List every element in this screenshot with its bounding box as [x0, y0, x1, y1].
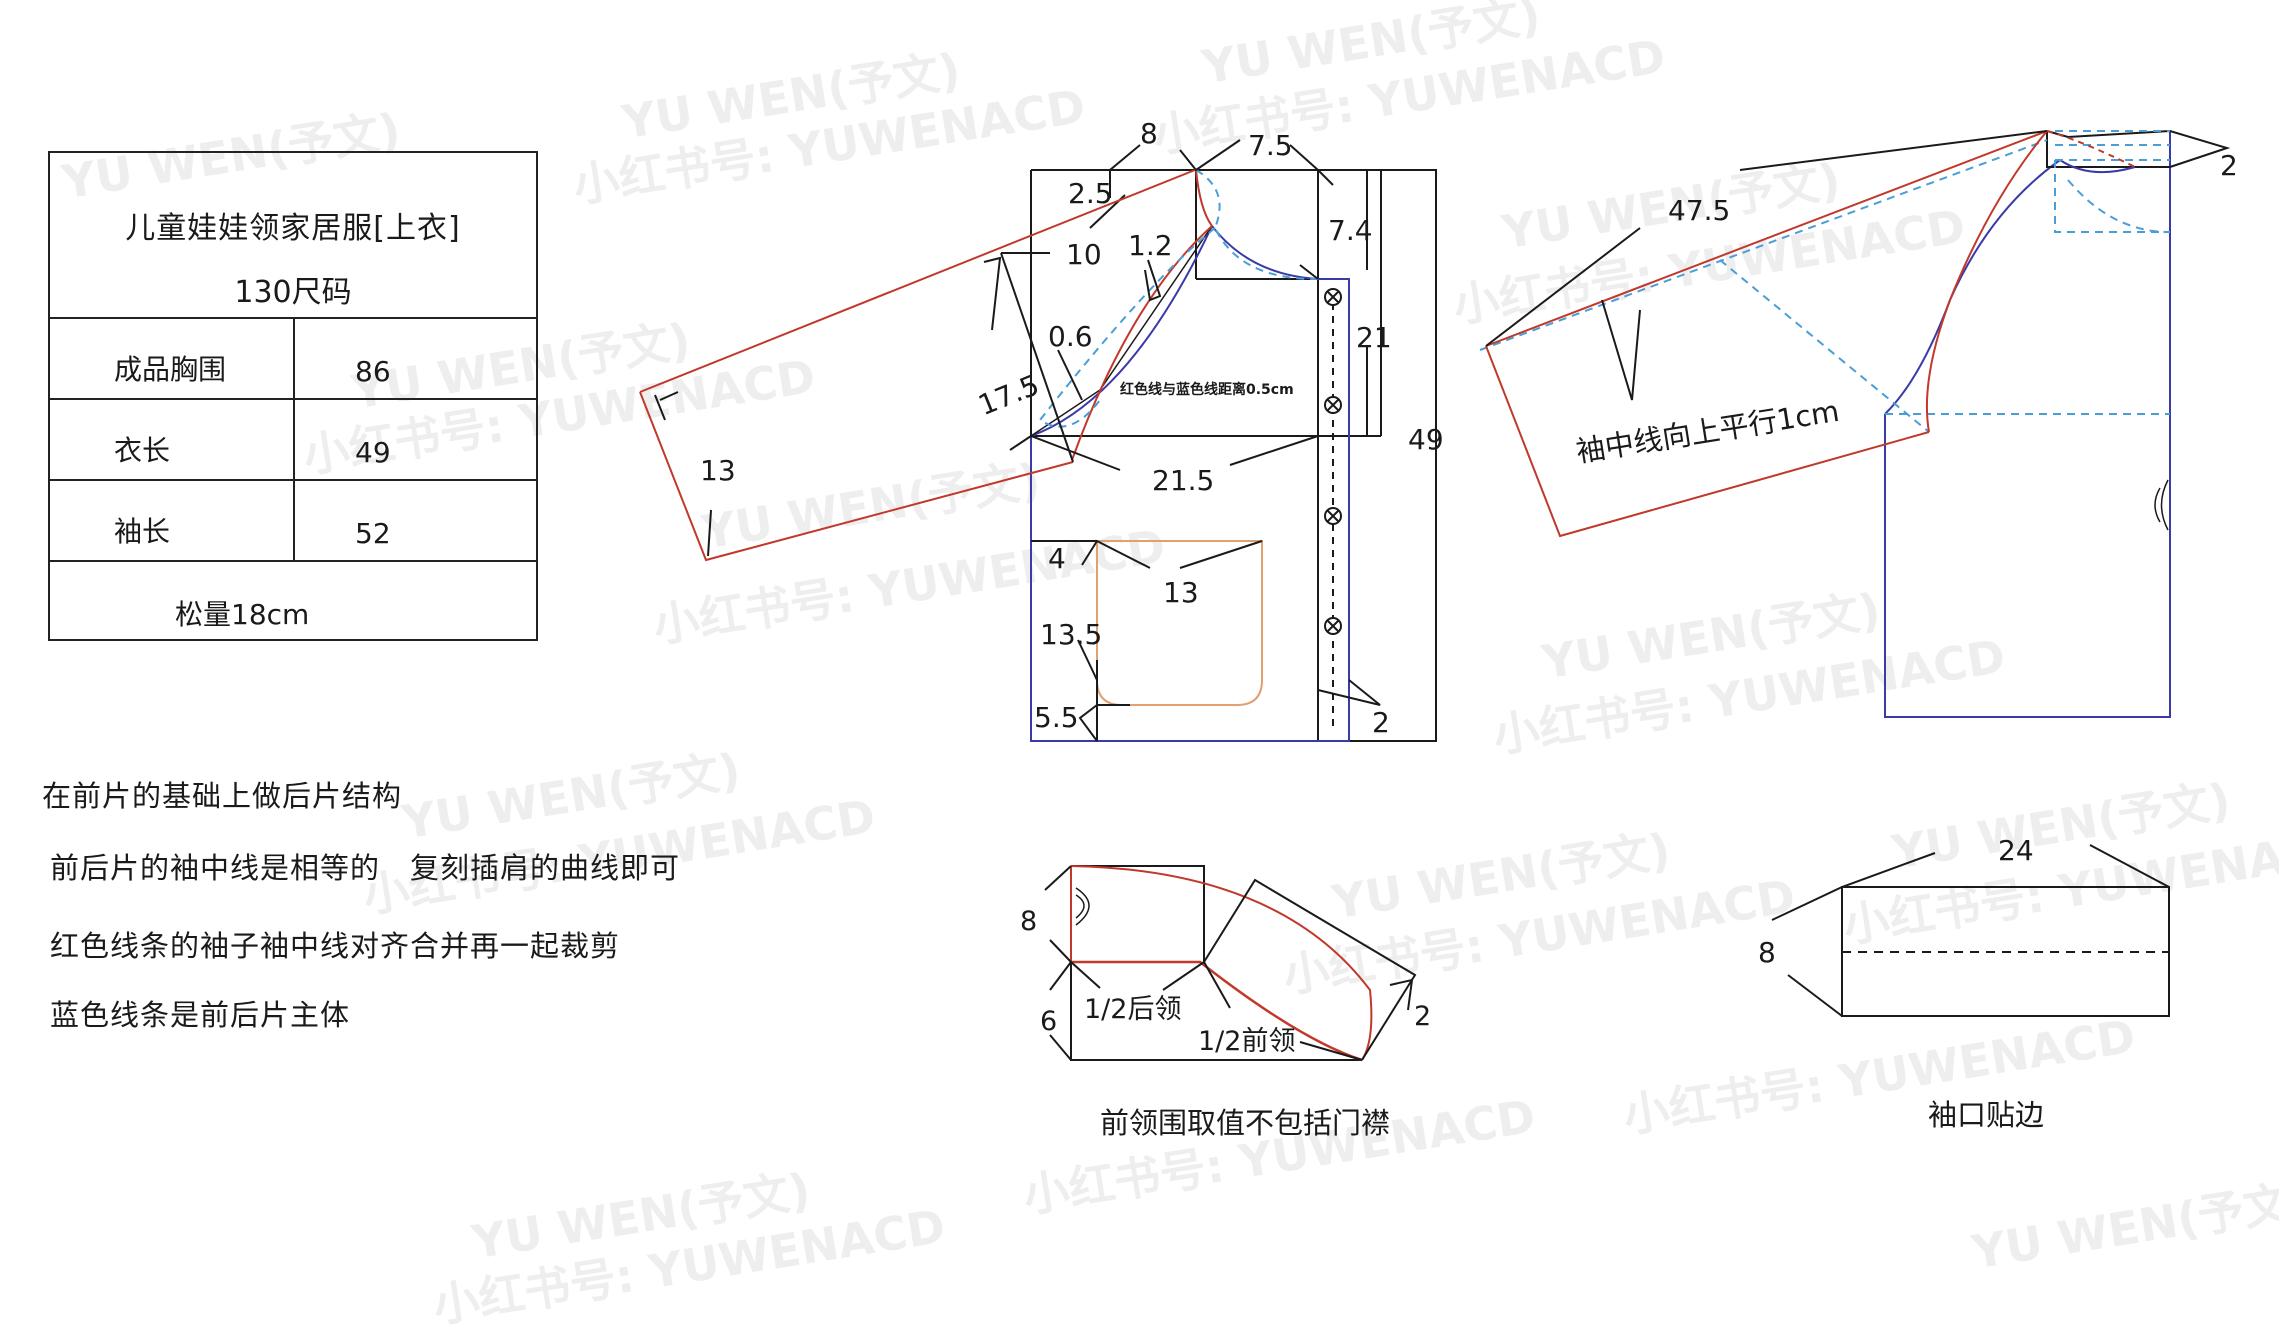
dim-label: 7.5	[1248, 129, 1293, 162]
button-icon	[1324, 617, 1342, 635]
spec-label: 衣长	[50, 400, 295, 479]
dim-label: 2	[2220, 149, 2238, 182]
pocket-label: 4	[1048, 542, 1066, 575]
spec-title: 儿童娃娃领家居服[上衣]	[125, 211, 461, 246]
front-piece	[1009, 139, 1437, 742]
collar-labels: 8 6 1/2后领 1/2前领 2	[1020, 906, 1431, 1057]
pocket-label: 5.5	[1034, 701, 1079, 734]
dim-label: 13	[700, 454, 736, 487]
sleeve-centre-note: 袖中线向上平行1cm	[1574, 394, 1842, 469]
back-piece	[1479, 129, 2231, 718]
spec-row-sleeve: 袖长 52	[50, 481, 536, 562]
dim-label: 7.4	[1328, 214, 1373, 247]
dim-label: 6	[1040, 1006, 1057, 1037]
dim-label: 21	[1356, 321, 1392, 354]
button-icon	[1324, 288, 1342, 306]
spec-label: 袖长	[50, 481, 295, 560]
pattern-diagrams: 8 7.5 2.5 10 1.2 7.4 0.6 21 49 17.5 21.5…	[639, 117, 2238, 1062]
spec-size: 130尺码	[234, 275, 352, 310]
cuff-facing-diagram	[1771, 844, 2170, 1017]
note-line: 红色线条的袖子袖中线对齐合并再一起裁剪	[50, 929, 621, 963]
dim-label: 10	[1066, 238, 1102, 271]
spec-value: 52	[355, 517, 391, 550]
dim-label: 8	[1758, 936, 1776, 969]
button-icon	[1324, 396, 1342, 414]
cuff-labels: 24 8	[1758, 834, 2034, 969]
front-piece-labels: 8 7.5 2.5 10 1.2 7.4 0.6 21 49 17.5 21.5…	[700, 117, 1444, 739]
dim-label: 2	[1372, 706, 1390, 739]
pocket-label: 13.5	[1040, 618, 1102, 651]
dim-label: 0.6	[1048, 320, 1093, 353]
note-line: 前后片的袖中线是相等的 复刻插肩的曲线即可	[50, 851, 681, 885]
dim-label: 47.5	[1668, 194, 1730, 227]
back-piece-labels: 47.5 2 袖中线向上平行1cm	[1574, 149, 2238, 469]
dim-label: 8	[1140, 117, 1158, 150]
collar-caption: 前领围取值不包括门襟	[1100, 1106, 1391, 1140]
spec-table: 儿童娃娃领家居服[上衣] 130尺码 成品胸围 86 衣长 49 袖长 52 松…	[48, 151, 538, 641]
front-sleeve	[639, 169, 1196, 562]
dim-label: 49	[1408, 423, 1444, 456]
spec-value: 49	[355, 436, 391, 469]
spec-row-chest: 成品胸围 86	[50, 319, 536, 400]
collar-front-label: 1/2前领	[1198, 1026, 1295, 1057]
offset-annotation: 红色线与蓝色线距离0.5cm	[1120, 381, 1294, 398]
spec-ease: 松量18cm	[175, 598, 310, 631]
collar-diagram	[1044, 865, 1417, 1062]
dim-label: 8	[1020, 906, 1037, 937]
spec-row-length: 衣长 49	[50, 400, 536, 481]
spec-table-header: 儿童娃娃领家居服[上衣] 130尺码	[50, 153, 536, 319]
button-icon	[1324, 507, 1342, 525]
collar-back-label: 1/2后领	[1084, 994, 1181, 1025]
note-line: 蓝色线条是前后片主体	[50, 998, 351, 1032]
dim-label: 21.5	[1152, 464, 1214, 497]
dim-label: 2	[1414, 1001, 1431, 1032]
pocket-label: 13	[1163, 576, 1199, 609]
dim-label: 24	[1998, 834, 2034, 867]
spec-label: 成品胸围	[50, 319, 295, 398]
note-line: 在前片的基础上做后片结构	[42, 779, 403, 813]
spec-value: 86	[355, 355, 391, 388]
cuff-caption: 袖口贴边	[1928, 1098, 2045, 1132]
button-icons	[1324, 288, 1342, 635]
dim-label: 1.2	[1128, 229, 1173, 262]
dim-label: 2.5	[1068, 177, 1113, 210]
dim-label: 17.5	[974, 368, 1044, 422]
